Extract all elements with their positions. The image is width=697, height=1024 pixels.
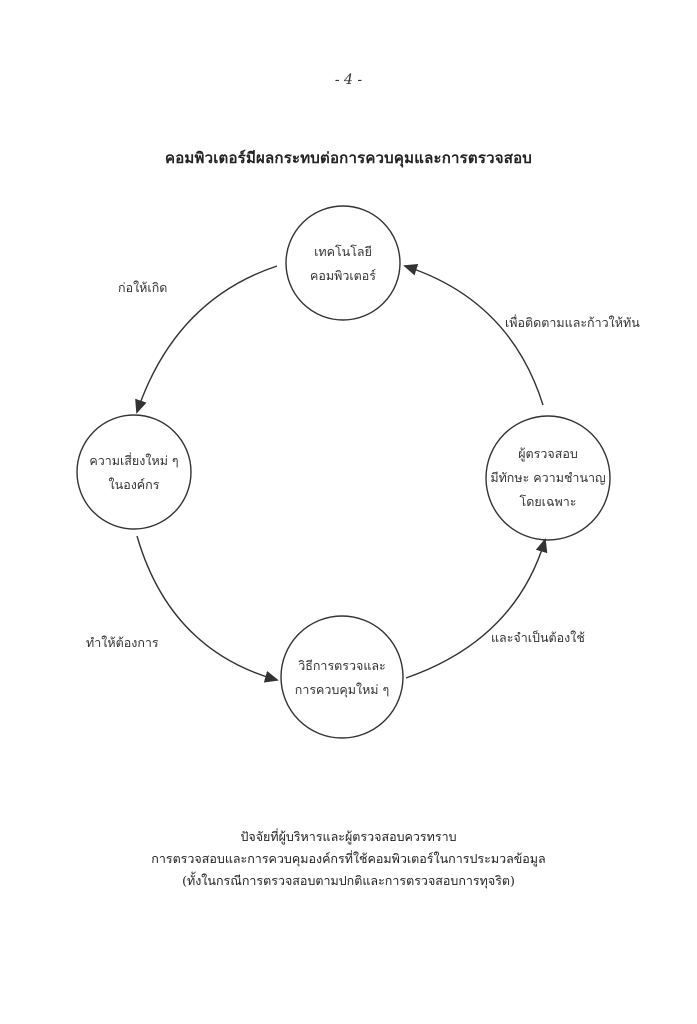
edge-label-auditor-to-technology: เพื่อติดตามและก้าวให้ทัน	[505, 315, 640, 330]
node-methods: วิธีการตรวจและ การควบคุมใหม่ ๆ	[277, 654, 407, 702]
node-circle-methods	[280, 615, 404, 739]
node-technology: เทคโนโลยี คอมพิวเตอร์	[283, 240, 403, 288]
edge-label-risks-to-methods: ทำให้ต้องการ	[86, 635, 159, 650]
node-risks-line-1: ความเสี่ยงใหม่ ๆ	[89, 453, 179, 468]
node-circle-risks	[76, 414, 192, 530]
node-risks-line-2: ในองค์กร	[108, 477, 160, 492]
node-methods-line-1: วิธีการตรวจและ	[298, 658, 386, 673]
node-auditor-line-1: ผู้ตรวจสอบ	[518, 446, 578, 461]
diagram-title: คอมพิวเตอร์มีผลกระทบต่อการควบคุมและการตร…	[164, 149, 533, 167]
footer-caption: ปัจจัยที่ผู้บริหารและผู้ตรวจสอบควรทราบ ก…	[0, 826, 697, 892]
edge-arrow-auditor-to-technology	[403, 263, 544, 406]
node-auditor: ผู้ตรวจสอบ มีทักษะ ความชำนาญ โดยเฉพาะ	[478, 442, 618, 514]
node-auditor-line-2: มีทักษะ ความชำนาญ	[490, 470, 606, 485]
node-technology-line-2: คอมพิวเตอร์	[310, 268, 376, 283]
node-technology-line-1: เทคโนโลยี	[314, 244, 372, 259]
edge-arrow-risks-to-methods	[136, 535, 279, 683]
footer-line-3: (ทั้งในกรณีการตรวจสอบตามปกติและการตรวจสอ…	[182, 873, 515, 888]
edge-label-technology-to-risks: ก่อให้เกิด	[118, 280, 168, 295]
edge-label-methods-to-auditor: และจำเป็นต้องใช้	[491, 630, 585, 645]
node-risks: ความเสี่ยงใหม่ ๆ ในองค์กร	[69, 449, 199, 497]
node-circle-auditor	[485, 415, 611, 541]
page-number: - 4 -	[334, 72, 363, 88]
node-circle-technology	[285, 205, 401, 321]
edge-arrow-technology-to-risks	[135, 265, 278, 414]
footer-line-2: การตรวจสอบและการควบคุมองค์กรที่ใช้คอมพิว…	[151, 851, 546, 866]
edge-arrow-methods-to-auditor	[405, 538, 548, 679]
node-methods-line-2: การควบคุมใหม่ ๆ	[294, 682, 390, 697]
node-auditor-line-3: โดยเฉพาะ	[519, 494, 577, 509]
footer-line-1: ปัจจัยที่ผู้บริหารและผู้ตรวจสอบควรทราบ	[240, 829, 457, 844]
